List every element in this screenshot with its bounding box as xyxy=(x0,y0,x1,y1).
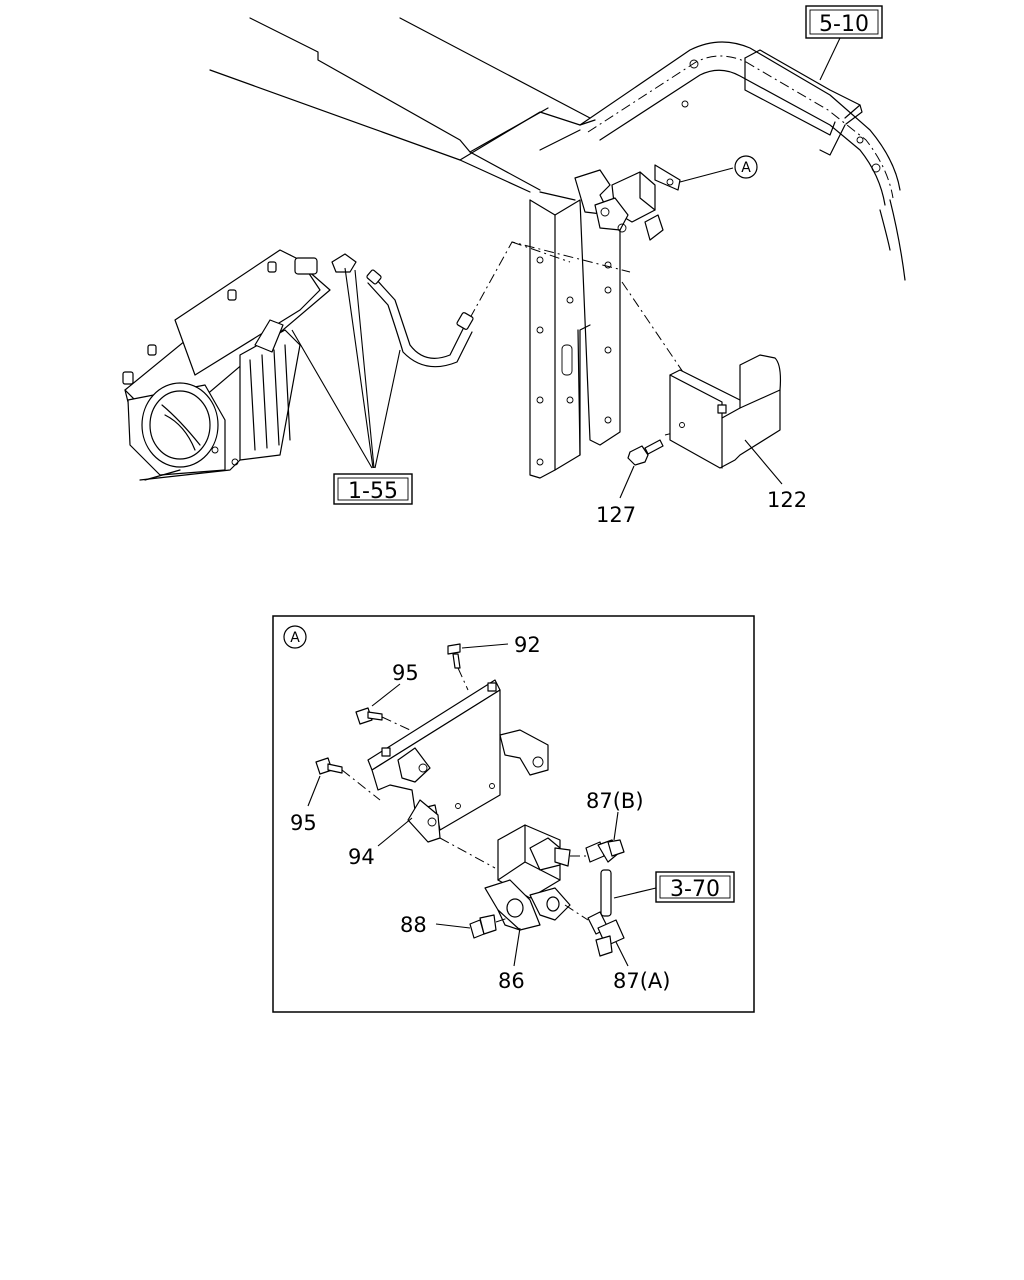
bracket-94 xyxy=(367,679,549,843)
solenoid-valve-86: 86 xyxy=(439,824,571,993)
hose xyxy=(331,253,474,368)
ref-3-70-label: 3-70 xyxy=(670,877,720,902)
part-122-label: 122 xyxy=(767,488,807,512)
dashed-connection-lines xyxy=(469,241,686,436)
part-92-label: 92 xyxy=(514,633,541,657)
pipe-3-70: 3-70 xyxy=(600,869,735,917)
frame-rail xyxy=(579,41,906,281)
part-94: 94 xyxy=(348,817,413,869)
part-95-upper-label: 95 xyxy=(392,661,419,685)
ref-155-leaders xyxy=(291,267,401,469)
part-87a-label: 87(A) xyxy=(613,969,670,993)
guard-cover xyxy=(669,354,782,469)
accelerator-assembly xyxy=(122,249,331,481)
cab-panel xyxy=(209,17,596,193)
fitting-87b: 87(B) xyxy=(570,789,644,863)
upper-assembly: A xyxy=(122,5,906,527)
detail-a-inset: A 92 xyxy=(272,615,755,1013)
ref-box-1-55: 1-55 xyxy=(333,473,413,505)
part-86-label: 86 xyxy=(498,969,525,993)
bolt-95-lower: 95 xyxy=(290,757,381,835)
bolt-92: 92 xyxy=(447,633,541,691)
ref-box-5-10: 5-10 xyxy=(805,5,883,81)
inset-frame xyxy=(272,615,755,1013)
part-87b-label: 87(B) xyxy=(586,789,644,813)
part-94-label: 94 xyxy=(348,845,375,869)
part-122: 122 xyxy=(744,439,807,512)
part-127: 127 xyxy=(596,465,636,527)
solenoid-valve-upper xyxy=(574,164,681,241)
part-127-label: 127 xyxy=(596,503,636,527)
ref-5-10-label: 5-10 xyxy=(819,12,869,37)
vertical-bracket xyxy=(529,191,621,479)
detail-a-callout: A xyxy=(679,155,758,183)
inset-a-label: A xyxy=(290,630,300,646)
detail-a-label: A xyxy=(741,160,751,176)
fitting-87a: 87(A) xyxy=(564,904,670,993)
part-95-lower-label: 95 xyxy=(290,811,317,835)
ref-1-55-label: 1-55 xyxy=(348,479,398,504)
bolt-127 xyxy=(627,439,664,466)
bolt-95-upper: 95 xyxy=(355,661,419,731)
plug-88: 88 xyxy=(400,913,509,939)
part-88-label: 88 xyxy=(400,913,427,937)
